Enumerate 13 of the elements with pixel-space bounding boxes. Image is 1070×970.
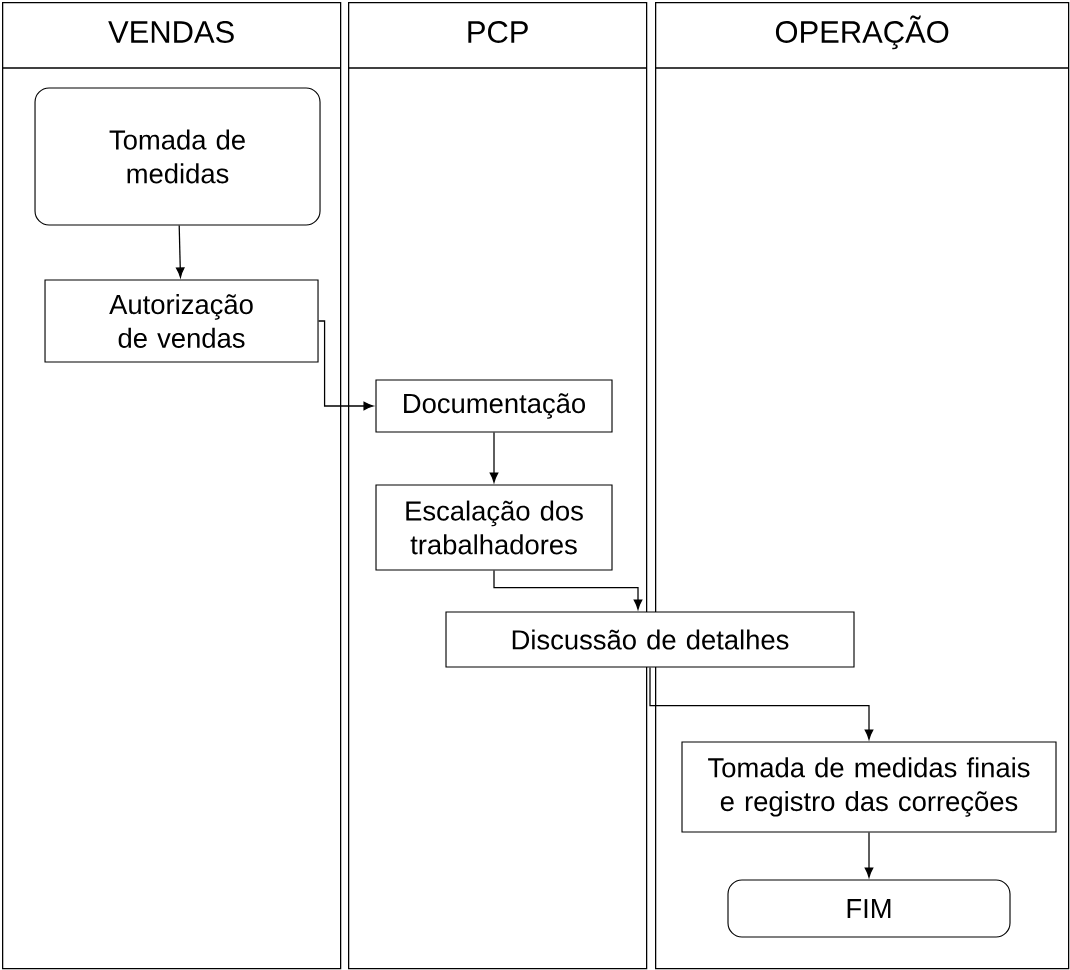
process-box: Autorização de vendas [44,279,319,363]
process-box: Documentação [375,379,613,433]
process-box: Escalação dos trabalhadores [375,484,613,571]
arrow [649,666,874,740]
arrow [864,831,874,878]
terminal-box: Tomada de medidas [34,87,321,226]
arrow [317,320,374,411]
arrow [489,431,499,483]
terminal-box: FIM [727,879,1011,938]
process-box: Discussão de detalhes [445,611,855,668]
arrow [493,569,643,610]
process-box: Tomada de medidas finais e registro das correções [681,741,1057,833]
arrow [175,224,185,278]
